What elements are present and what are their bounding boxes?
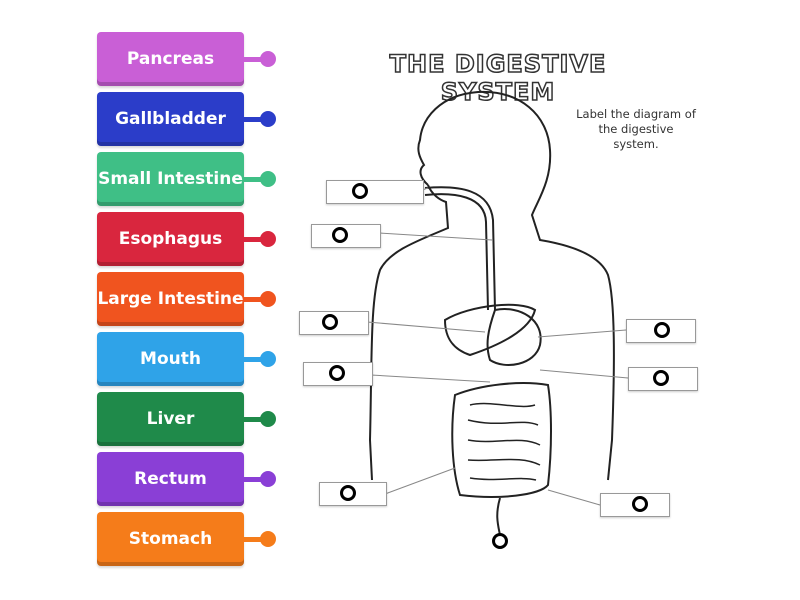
head-outline bbox=[417, 90, 615, 481]
tile-handle[interactable] bbox=[260, 411, 276, 427]
tile-connector bbox=[244, 297, 264, 302]
tile-label: Rectum bbox=[134, 468, 207, 489]
tile-label: Stomach bbox=[128, 528, 213, 549]
diagram-instructions: Label the diagram of the digestive syste… bbox=[576, 107, 696, 151]
tile-label: Small Intestine bbox=[98, 168, 243, 189]
tile-esophagus[interactable]: Esophagus bbox=[97, 212, 244, 266]
tile-label: Gallbladder bbox=[115, 108, 226, 129]
neck-outline bbox=[368, 184, 450, 481]
tile-rectum[interactable]: Rectum bbox=[97, 452, 244, 506]
tile-connector bbox=[244, 237, 264, 242]
small-intestine bbox=[467, 402, 541, 481]
esophagus bbox=[424, 186, 496, 311]
drop-target-pin[interactable] bbox=[340, 485, 356, 501]
drop-target-pin[interactable] bbox=[654, 322, 670, 338]
liver bbox=[443, 303, 537, 357]
drop-target-pin[interactable] bbox=[653, 370, 669, 386]
tile-handle[interactable] bbox=[260, 351, 276, 367]
leader-line bbox=[539, 369, 629, 379]
tile-mouth[interactable]: Mouth bbox=[97, 332, 244, 386]
tile-gallbladder[interactable]: Gallbladder bbox=[97, 92, 244, 146]
tile-connector bbox=[244, 537, 264, 542]
tile-large-intestine[interactable]: Large Intestine bbox=[97, 272, 244, 326]
drop-target-pin[interactable] bbox=[632, 496, 648, 512]
tile-handle[interactable] bbox=[260, 51, 276, 67]
diagram-title: THE DIGESTIVE SYSTEM bbox=[389, 49, 607, 107]
leader-line bbox=[537, 329, 627, 338]
drop-target-pin[interactable] bbox=[492, 533, 508, 549]
large-intestine bbox=[451, 382, 552, 536]
leader-line bbox=[370, 374, 491, 383]
tile-liver[interactable]: Liver bbox=[97, 392, 244, 446]
tile-connector bbox=[244, 477, 264, 482]
leader-line bbox=[366, 321, 486, 333]
drop-target-pin[interactable] bbox=[329, 365, 345, 381]
tile-label: Esophagus bbox=[118, 228, 223, 249]
tile-label: Mouth bbox=[140, 348, 201, 369]
leader-line bbox=[384, 467, 456, 495]
drop-target-pin[interactable] bbox=[322, 314, 338, 330]
drop-target-pin[interactable] bbox=[352, 183, 368, 199]
tile-connector bbox=[244, 57, 264, 62]
tile-connector bbox=[244, 177, 264, 182]
tile-connector bbox=[244, 357, 264, 362]
tile-handle[interactable] bbox=[260, 471, 276, 487]
drop-zone[interactable] bbox=[326, 180, 424, 204]
tile-label: Large Intestine bbox=[97, 288, 244, 309]
stomach bbox=[486, 308, 542, 366]
tile-label: Pancreas bbox=[126, 48, 215, 69]
tile-handle[interactable] bbox=[260, 231, 276, 247]
tile-connector bbox=[244, 117, 264, 122]
tile-handle[interactable] bbox=[260, 111, 276, 127]
tile-handle[interactable] bbox=[260, 171, 276, 187]
tile-connector bbox=[244, 417, 264, 422]
tile-pancreas[interactable]: Pancreas bbox=[97, 32, 244, 86]
tile-stomach[interactable]: Stomach bbox=[97, 512, 244, 566]
drop-zone[interactable] bbox=[311, 224, 381, 248]
leader-line bbox=[547, 489, 601, 506]
tile-label: Liver bbox=[146, 408, 195, 429]
tile-handle[interactable] bbox=[260, 291, 276, 307]
tile-handle[interactable] bbox=[260, 531, 276, 547]
tile-small-intestine[interactable]: Small Intestine bbox=[97, 152, 244, 206]
leader-line bbox=[378, 232, 493, 241]
drop-target-pin[interactable] bbox=[332, 227, 348, 243]
